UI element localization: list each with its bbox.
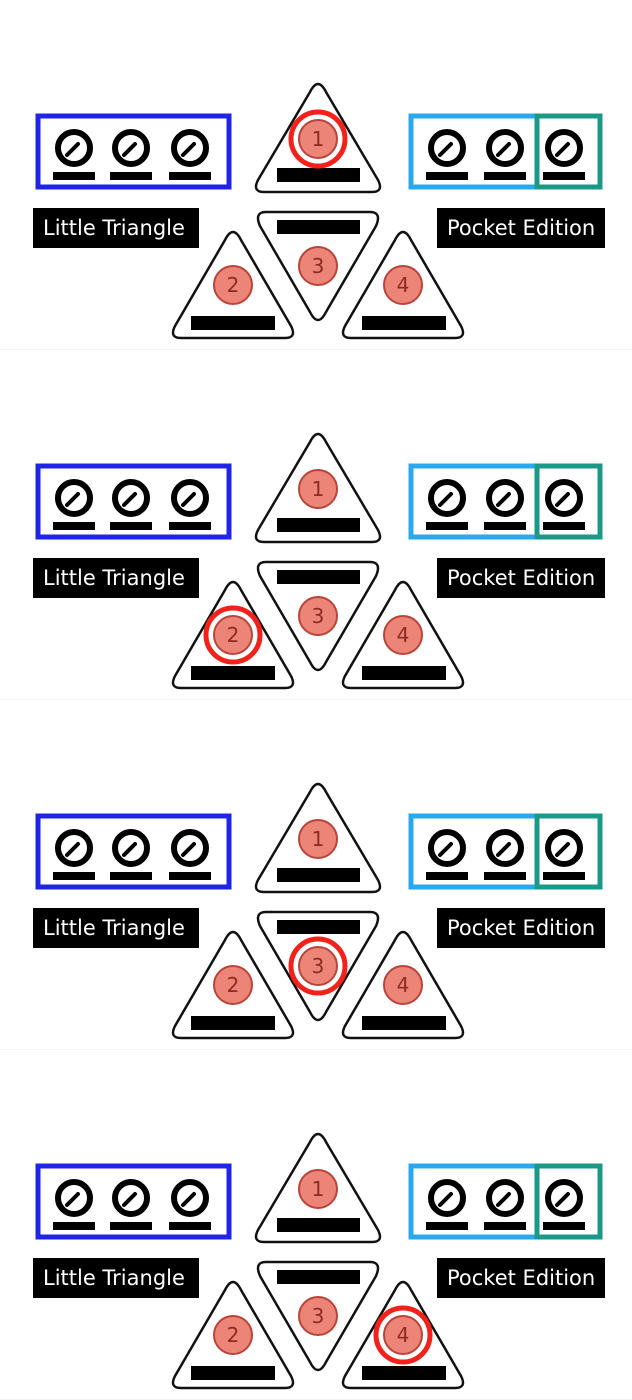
knob-icon (53, 829, 95, 880)
label-pocket-edition: Pocket Edition (437, 208, 605, 248)
knob-icon (484, 129, 526, 180)
controller-diagram: 1 2 3 4 (35, 432, 603, 690)
knob-icon (110, 129, 152, 180)
pad-3: 3 (298, 1296, 338, 1336)
pad-3: 3 (298, 596, 338, 636)
pad-number: 3 (312, 604, 325, 628)
controller-diagram: 1 2 3 4 (35, 1132, 603, 1390)
highlight-ring (373, 1305, 433, 1365)
knob-icon (169, 129, 211, 180)
pad-number: 1 (312, 827, 325, 851)
pad-number: 2 (227, 973, 240, 997)
knob-icon (426, 479, 468, 530)
knob-group-left (35, 813, 232, 890)
pad-number: 3 (312, 254, 325, 278)
pad-number: 3 (312, 1304, 325, 1328)
knob-icon (426, 829, 468, 880)
pad-3: 3 (288, 936, 348, 996)
controller-diagram: 1 2 3 4 (35, 782, 603, 1040)
triangle-pads: 1 2 3 4 (171, 82, 465, 340)
pad-4: 4 (373, 1305, 433, 1365)
panel-step-4: 1 2 3 4 Little Triangle Pocket Edition (0, 1050, 632, 1400)
pad-number: 3 (312, 954, 325, 978)
pad-1: 1 (298, 819, 338, 859)
knob-icon (110, 1179, 152, 1230)
pad-1: 1 (298, 469, 338, 509)
knob-icon (543, 479, 585, 530)
label-little-triangle: Little Triangle (33, 908, 199, 948)
triangle-pads: 1 2 3 4 (171, 782, 465, 1040)
knob-icon (53, 479, 95, 530)
label-little-triangle: Little Triangle (33, 1258, 199, 1298)
knob-group-left (35, 113, 232, 190)
pad-3: 3 (298, 246, 338, 286)
knob-icon (53, 1179, 95, 1230)
label-pocket-edition: Pocket Edition (437, 1258, 605, 1298)
label-little-triangle: Little Triangle (33, 208, 199, 248)
pad-1: 1 (288, 109, 348, 169)
highlight-ring (288, 936, 348, 996)
knob-group-right (408, 813, 603, 890)
pad-number: 2 (227, 623, 240, 647)
knob-group-left (35, 463, 232, 540)
pad-number: 2 (227, 1323, 240, 1347)
knob-icon (543, 129, 585, 180)
pad-number: 4 (397, 1323, 410, 1347)
highlight-ring (203, 605, 263, 665)
pad-4: 4 (383, 965, 423, 1005)
pad-number: 1 (312, 127, 325, 151)
pad-2: 2 (213, 965, 253, 1005)
knob-group-right (408, 113, 603, 190)
knob-icon (543, 829, 585, 880)
panel-step-3: 1 2 3 4 Little Triangle Pocket Edition (0, 700, 632, 1050)
knob-group-right (408, 463, 603, 540)
pad-number: 1 (312, 1177, 325, 1201)
knob-icon (484, 1179, 526, 1230)
pad-number: 4 (397, 623, 410, 647)
pad-2: 2 (213, 265, 253, 305)
knob-icon (110, 829, 152, 880)
pad-2: 2 (213, 1315, 253, 1355)
pad-number: 4 (397, 973, 410, 997)
pad-1: 1 (298, 1169, 338, 1209)
knob-icon (484, 479, 526, 530)
knob-icon (426, 1179, 468, 1230)
knob-group-left (35, 1163, 232, 1240)
pad-number: 1 (312, 477, 325, 501)
triangle-pads: 1 2 3 4 (171, 432, 465, 690)
knob-icon (169, 829, 211, 880)
label-pocket-edition: Pocket Edition (437, 558, 605, 598)
knob-icon (169, 479, 211, 530)
pad-4: 4 (383, 265, 423, 305)
knob-icon (169, 1179, 211, 1230)
knob-icon (53, 129, 95, 180)
knob-icon (543, 1179, 585, 1230)
label-little-triangle: Little Triangle (33, 558, 199, 598)
label-pocket-edition: Pocket Edition (437, 908, 605, 948)
panel-step-1: 1 2 3 4 Little Triangle Pocket Edition (0, 0, 632, 350)
knob-icon (110, 479, 152, 530)
panel-step-2: 1 2 3 4 Little Triangle Pocket Edition (0, 350, 632, 700)
pad-4: 4 (383, 615, 423, 655)
knob-icon (426, 129, 468, 180)
controller-diagram: 1 2 3 4 (35, 82, 603, 340)
highlight-ring (288, 109, 348, 169)
knob-icon (484, 829, 526, 880)
knob-group-right (408, 1163, 603, 1240)
pad-2: 2 (203, 605, 263, 665)
pad-number: 2 (227, 273, 240, 297)
pad-number: 4 (397, 273, 410, 297)
triangle-pads: 1 2 3 4 (171, 1132, 465, 1390)
